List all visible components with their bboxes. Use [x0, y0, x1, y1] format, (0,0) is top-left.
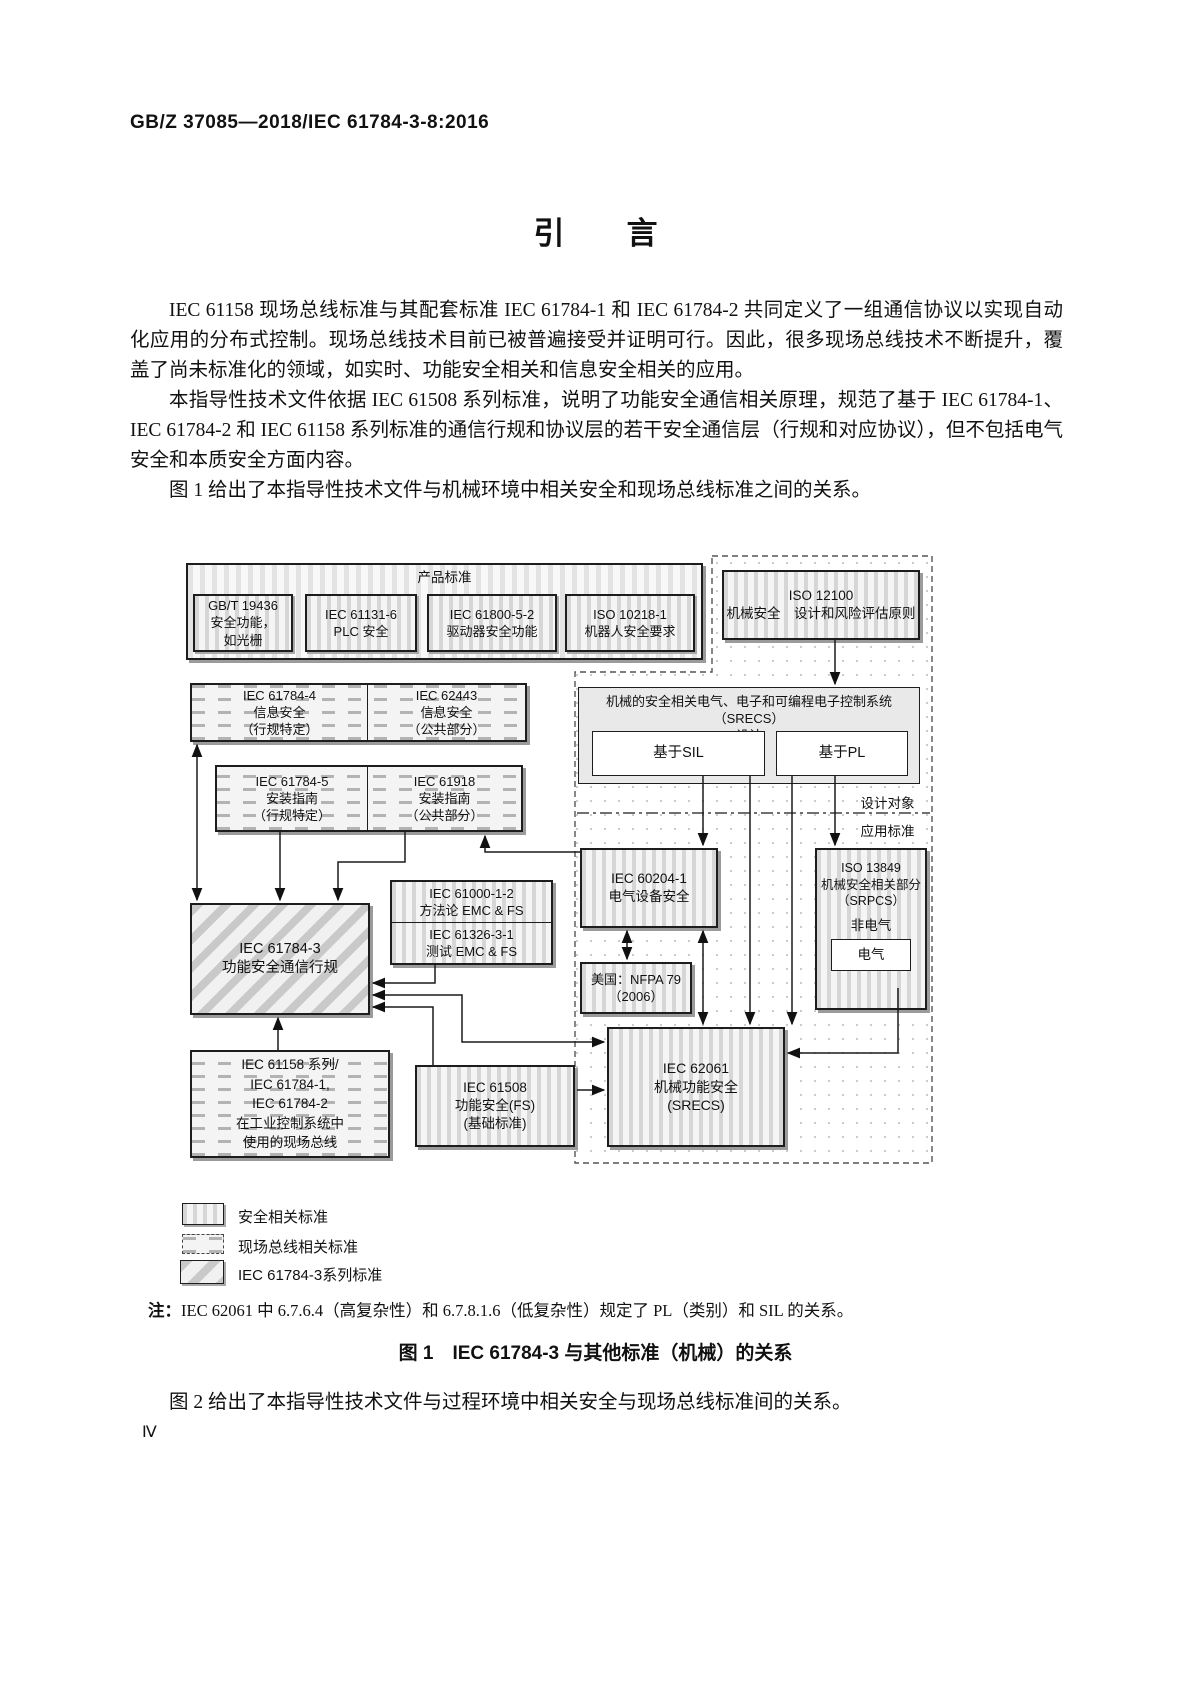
legend-swatch-fieldbus	[182, 1234, 224, 1254]
legend-label-fieldbus: 现场总线相关标准	[238, 1239, 359, 1256]
paragraph-3: 图 1 给出了本指导性技术文件与机械环境中相关安全和现场总线标准之间的关系。	[169, 480, 872, 501]
security-standards-row: IEC 61784-4 信息安全 （行规特定） IEC 62443 信息安全 （…	[190, 683, 527, 742]
emc-standards-stack: IEC 61000-1-2 方法论 EMC & FS IEC 61326-3-1…	[390, 880, 553, 965]
box-iec61918: IEC 61918 安装指南 （公共部分）	[405, 773, 484, 824]
box-iec61000-1-2: IEC 61000-1-2 方法论 EMC & FS	[392, 882, 551, 923]
iso13849-non-electrical-label: 非电气	[850, 917, 892, 933]
legend-label-safety: 安全相关标准	[238, 1209, 329, 1226]
installation-standards-row: IEC 61784-5 安装指南 （行规特定） IEC 61918 安装指南 （…	[215, 765, 523, 832]
iso13849-label: ISO 13849 机械安全相关部分 （SRPCS）	[820, 861, 921, 908]
box-iec61508: IEC 61508 功能安全(FS) (基础标准)	[415, 1065, 575, 1147]
box-sil-based: 基于SIL	[592, 731, 765, 776]
box-iec61784-4: IEC 61784-4 信息安全 （行规特定）	[192, 685, 368, 740]
paragraph-2: 本指导性技术文件依据 IEC 61508 系列标准，说明了功能安全通信相关原理，…	[130, 390, 1063, 471]
page-number: Ⅳ	[142, 1424, 157, 1441]
box-iec61800-5-2: IEC 61800-5-2 驱动器安全功能	[427, 594, 557, 652]
box-pl-based: 基于PL	[776, 731, 908, 776]
box-nfpa79: 美国：NFPA 79 （2006）	[580, 962, 692, 1014]
box-iso13849: ISO 13849 机械安全相关部分 （SRPCS） 非电气 电气	[815, 848, 927, 1010]
legend-swatch-61784-3	[180, 1260, 224, 1284]
paragraph-1: IEC 61158 现场总线标准与其配套标准 IEC 61784-1 和 IEC…	[130, 300, 1063, 381]
box-iso12100: ISO 12100 机械安全 设计和风险评估原则	[722, 570, 920, 640]
box-iso10218-1: ISO 10218-1 机器人安全要求	[565, 594, 695, 652]
box-gbt19436: GB/T 19436 安全功能， 如光栅	[193, 594, 293, 652]
box-iec61158-series: IEC 61158 系列/ IEC 61784-1, IEC 61784-2 在…	[190, 1050, 390, 1158]
box-iec61326-3-1: IEC 61326-3-1 测试 EMC & FS	[425, 926, 517, 959]
box-iec61784-5: IEC 61784-5 安装指南 （行规特定）	[217, 767, 368, 830]
paragraph-4: 图 2 给出了本指导性技术文件与过程环境中相关安全与现场总线标准间的关系。	[169, 1392, 852, 1413]
product-standards-label: 产品标准	[417, 570, 472, 585]
figure-caption: 图 1 IEC 61784-3 与其他标准（机械）的关系	[398, 1343, 793, 1364]
box-electrical: 电气	[831, 939, 911, 972]
note-text: IEC 62061 中 6.7.6.4（高复杂性）和 6.7.8.1.6（低复杂…	[181, 1301, 854, 1320]
box-iec61784-3: IEC 61784-3 功能安全通信行规	[190, 903, 370, 1015]
standard-number: GB/Z 37085—2018/IEC 61784-3-8:2016	[130, 112, 490, 133]
box-iec60204-1: IEC 60204-1 电气设备安全	[580, 848, 718, 928]
box-iec61131-6: IEC 61131-6 PLC 安全	[305, 594, 417, 652]
figure-note: 注：IEC 62061 中 6.7.6.4（高复杂性）和 6.7.8.1.6（低…	[148, 1297, 1088, 1321]
legend-swatch-safety	[182, 1203, 224, 1225]
page-title: 引 言	[533, 216, 658, 251]
application-standard-label: 应用标准	[860, 824, 915, 839]
design-object-label: 设计对象	[860, 796, 915, 811]
note-label: 注：	[148, 1302, 181, 1320]
box-iec62061: IEC 62061 机械功能安全 (SRECS)	[607, 1027, 785, 1147]
legend-label-61784-3: IEC 61784-3系列标准	[238, 1267, 383, 1284]
box-iec62443: IEC 62443 信息安全 （公共部分）	[407, 687, 486, 738]
